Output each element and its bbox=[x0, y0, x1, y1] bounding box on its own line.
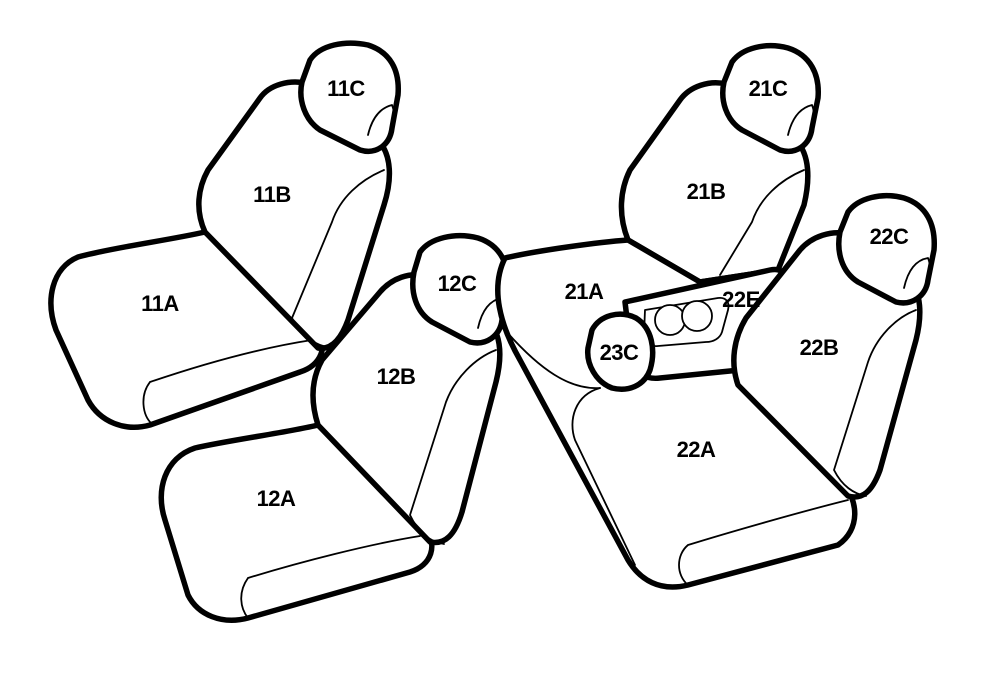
label-11C: 11C bbox=[327, 76, 365, 101]
seat-12: 12A 12B 12C bbox=[158, 232, 511, 623]
label-22A: 22A bbox=[677, 437, 716, 462]
label-22C: 22C bbox=[870, 224, 909, 249]
label-11B: 11B bbox=[253, 182, 291, 207]
cupholder-right-icon bbox=[681, 300, 713, 332]
label-22E: 22E bbox=[722, 287, 760, 312]
part-11C-headrest[interactable] bbox=[298, 40, 401, 154]
part-11A-cushion-edge bbox=[142, 339, 313, 425]
part-21B-side-panel bbox=[719, 169, 805, 276]
part-11C-headrest-side bbox=[367, 104, 396, 136]
part-22C-headrest-side bbox=[903, 257, 932, 289]
label-21B: 21B bbox=[687, 179, 726, 204]
part-11B-side-panel bbox=[291, 169, 385, 349]
label-11A: 11A bbox=[141, 291, 179, 316]
part-22A-front-edge bbox=[571, 387, 849, 586]
label-12A: 12A bbox=[257, 486, 296, 511]
part-22B-side-panel bbox=[833, 309, 917, 497]
label-23C: 23C bbox=[600, 340, 639, 365]
label-21A: 21A bbox=[565, 279, 604, 304]
part-22C-headrest[interactable] bbox=[836, 192, 937, 306]
label-21C: 21C bbox=[749, 76, 788, 101]
part-21C-headrest-side bbox=[787, 104, 816, 136]
label-12C: 12C bbox=[438, 271, 477, 296]
cupholder-left-icon bbox=[654, 304, 686, 336]
label-22B: 22B bbox=[800, 335, 839, 360]
part-21C-headrest[interactable] bbox=[720, 42, 821, 154]
label-12B: 12B bbox=[377, 364, 416, 389]
part-23C-pad[interactable] bbox=[585, 311, 656, 392]
part-12A-cushion-edge bbox=[240, 535, 421, 619]
part-12B-side-panel bbox=[409, 349, 497, 545]
seat-21-22-bench: 21A 21B 21C 22A 22B 22C 22E 23C bbox=[495, 42, 937, 590]
part-21A-22A-divider bbox=[504, 329, 601, 389]
seat-11: 11A 11B 11C bbox=[48, 40, 401, 430]
